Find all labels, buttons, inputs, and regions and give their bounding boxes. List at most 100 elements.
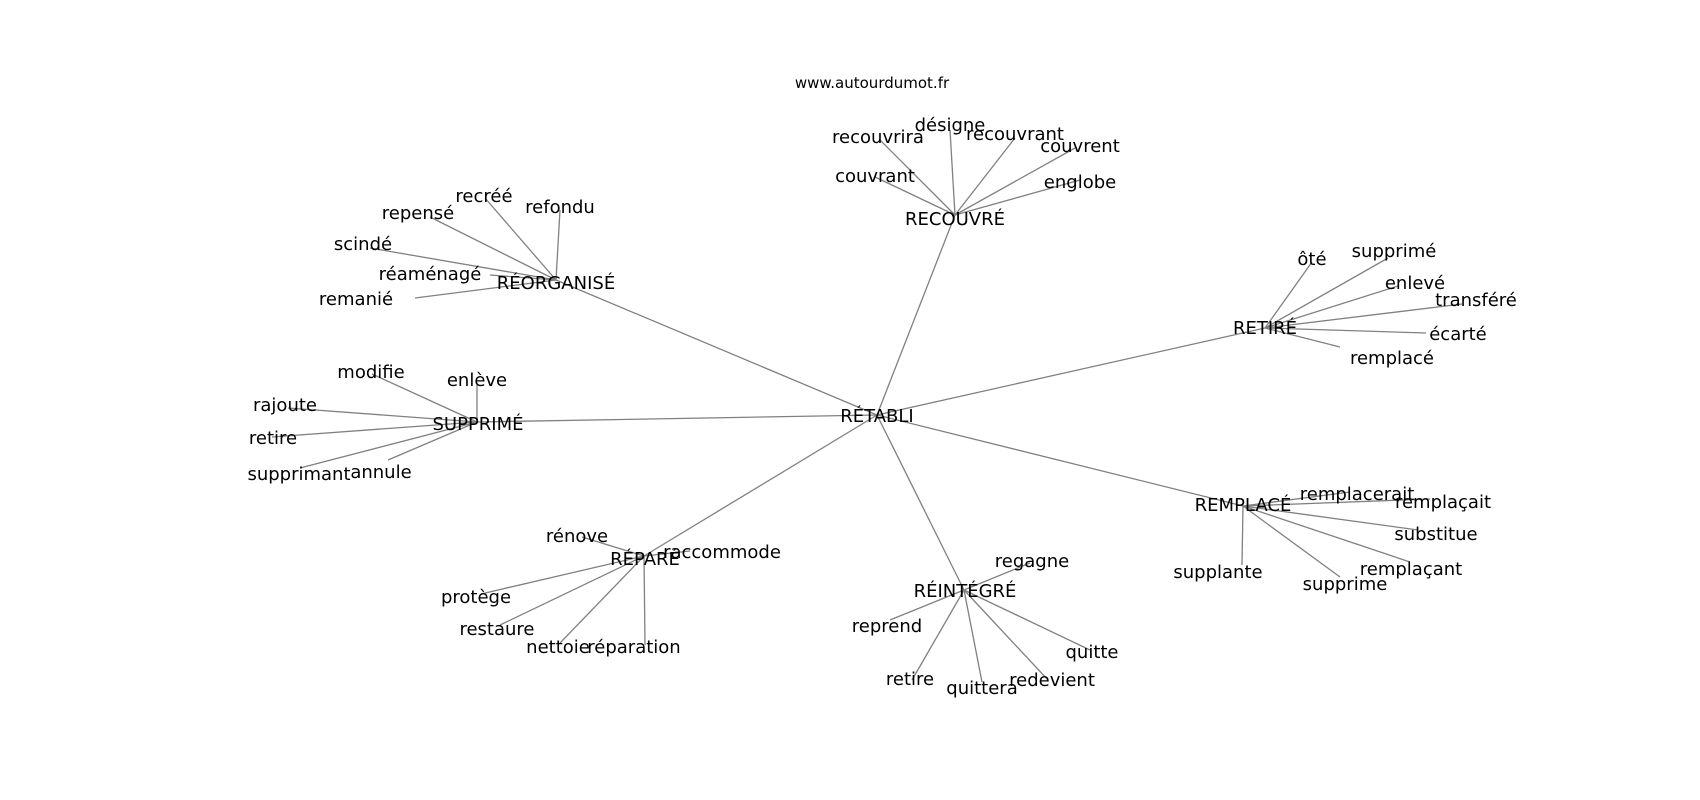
leaf-node-label: retire bbox=[249, 428, 297, 449]
edge-center-to-hub bbox=[476, 414, 878, 423]
leaf-node-label: recouvrira bbox=[832, 127, 924, 148]
hub-node-label: RECOUVRÉ bbox=[905, 208, 1005, 230]
edge-hub-to-leaf bbox=[643, 550, 691, 557]
edge-hub-to-leaf bbox=[489, 274, 557, 281]
leaf-node-label: désigne bbox=[915, 115, 986, 136]
leaf-node-label: raccommode bbox=[663, 542, 781, 563]
leaf-node-label: redevient bbox=[1009, 670, 1095, 691]
edge-hub-to-leaf bbox=[1241, 505, 1244, 566]
leaf-node-label: substitue bbox=[1394, 524, 1477, 545]
center-node-label: RÉTABLI bbox=[840, 405, 913, 427]
leaf-node-label: quittera bbox=[946, 678, 1017, 699]
leaf-node-label: ôté bbox=[1297, 249, 1326, 270]
edge-center-to-hub bbox=[555, 279, 878, 416]
edge-hub-to-leaf bbox=[1242, 505, 1419, 531]
edge-hub-to-leaf bbox=[963, 589, 983, 683]
leaf-node-label: réaménagé bbox=[379, 264, 482, 285]
leaf-node-label: englobe bbox=[1044, 172, 1116, 193]
edge-hub-to-leaf bbox=[1264, 257, 1389, 329]
hub-node-label: SUPPRIMÉ bbox=[432, 413, 523, 435]
edge-hub-to-leaf bbox=[1264, 303, 1463, 329]
leaf-node-label: remanié bbox=[319, 289, 393, 310]
leaf-node-label: regagne bbox=[995, 551, 1069, 572]
edge-center-to-hub bbox=[876, 414, 1244, 507]
leaf-node-label: restaure bbox=[459, 619, 534, 640]
edge-hub-to-leaf bbox=[1264, 285, 1399, 329]
edge-hub-to-leaf bbox=[954, 179, 1081, 216]
edge-hub-to-leaf bbox=[271, 421, 478, 438]
leaf-node-label: transféré bbox=[1435, 290, 1517, 311]
hub-node-label: REMPLACÉ bbox=[1195, 494, 1292, 516]
leaf-node-label: retire bbox=[886, 669, 934, 690]
leaf-node-label: refondu bbox=[525, 197, 595, 218]
leaf-node-label: couvrent bbox=[1040, 136, 1120, 157]
edge-hub-to-leaf bbox=[499, 555, 645, 626]
leaf-node-label: remplaçait bbox=[1395, 492, 1491, 513]
edge-hub-to-leaf bbox=[954, 147, 1076, 216]
edge-hub-to-leaf bbox=[369, 247, 557, 281]
edge-hub-to-leaf bbox=[287, 407, 478, 423]
hub-node-label: RÉPARÉ bbox=[610, 548, 680, 570]
leaf-node-label: modifie bbox=[337, 362, 404, 383]
edge-hub-to-leaf bbox=[1264, 261, 1313, 329]
edge-center-to-hub bbox=[876, 327, 1266, 416]
leaf-node-label: enlève bbox=[447, 370, 507, 391]
edge-hub-to-leaf bbox=[949, 129, 956, 216]
edge-hub-to-leaf bbox=[1242, 491, 1351, 507]
leaf-node-label: réparation bbox=[587, 637, 680, 658]
edge-hub-to-leaf bbox=[643, 555, 646, 646]
edge-hub-to-leaf bbox=[911, 589, 965, 681]
edge-hub-to-leaf bbox=[387, 421, 478, 461]
site-url: www.autourdumot.fr bbox=[795, 74, 950, 92]
leaf-node-label: rénove bbox=[546, 526, 608, 547]
leaf-node-label: supprimant bbox=[247, 464, 350, 485]
leaf-node-label: recréé bbox=[455, 186, 512, 207]
edge-hub-to-leaf bbox=[484, 197, 557, 281]
edge-hub-to-leaf bbox=[559, 555, 645, 644]
edge-center-to-hub bbox=[876, 414, 965, 591]
edge-hub-to-leaf bbox=[1264, 327, 1341, 348]
edge-hub-to-leaf bbox=[480, 555, 645, 595]
hub-node-label: RÉORGANISÉ bbox=[497, 272, 615, 294]
edge-hub-to-leaf bbox=[879, 139, 956, 216]
edge-hub-to-leaf bbox=[555, 209, 561, 281]
graph-edges bbox=[271, 129, 1463, 683]
leaf-node-label: enlevé bbox=[1385, 273, 1445, 294]
edge-hub-to-leaf bbox=[299, 421, 478, 469]
leaf-node-label: recouvrant bbox=[966, 124, 1064, 145]
leaf-node-label: supplante bbox=[1173, 562, 1262, 583]
graph-labels: www.autourdumot.fr RÉTABLI RÉORGANISÉ recr… bbox=[247, 74, 1516, 699]
leaf-node-label: annule bbox=[350, 462, 411, 483]
edge-hub-to-leaf bbox=[963, 562, 1031, 591]
hub-node-label: RÉINTÉGRÉ bbox=[914, 580, 1017, 602]
leaf-node-label: supprime bbox=[1303, 574, 1388, 595]
edge-hub-to-leaf bbox=[889, 589, 965, 621]
edge-hub-to-leaf bbox=[581, 536, 645, 557]
edge-hub-to-leaf bbox=[963, 589, 1091, 651]
leaf-node-label: rajoute bbox=[253, 395, 317, 416]
edge-hub-to-leaf bbox=[371, 373, 478, 423]
edge-hub-to-leaf bbox=[1264, 327, 1427, 334]
leaf-node-label: repensé bbox=[382, 203, 454, 224]
leaf-node-label: protège bbox=[441, 587, 511, 608]
edge-hub-to-leaf bbox=[1242, 505, 1341, 578]
leaf-node-label: remplacé bbox=[1350, 348, 1434, 369]
leaf-node-label: scindé bbox=[334, 234, 392, 255]
leaf-node-label: remplaçant bbox=[1360, 559, 1462, 580]
edge-hub-to-leaf bbox=[1242, 505, 1411, 563]
edge-hub-to-leaf bbox=[414, 279, 557, 299]
edge-hub-to-leaf bbox=[954, 137, 1016, 216]
edge-hub-to-leaf bbox=[874, 176, 956, 216]
edge-center-to-hub bbox=[643, 414, 878, 557]
leaf-node-label: reprend bbox=[852, 616, 922, 637]
edge-center-to-hub bbox=[876, 214, 956, 416]
leaf-node-label: écarté bbox=[1429, 324, 1487, 345]
leaf-node-label: supprimé bbox=[1352, 241, 1437, 262]
hub-node-label: RETIRÉ bbox=[1233, 317, 1297, 339]
leaf-node-label: nettoie bbox=[526, 637, 590, 658]
edge-hub-to-leaf bbox=[429, 216, 557, 281]
leaf-node-label: remplacerait bbox=[1300, 484, 1415, 505]
leaf-node-label: quitte bbox=[1065, 642, 1118, 663]
edge-hub-to-leaf bbox=[1242, 498, 1431, 507]
